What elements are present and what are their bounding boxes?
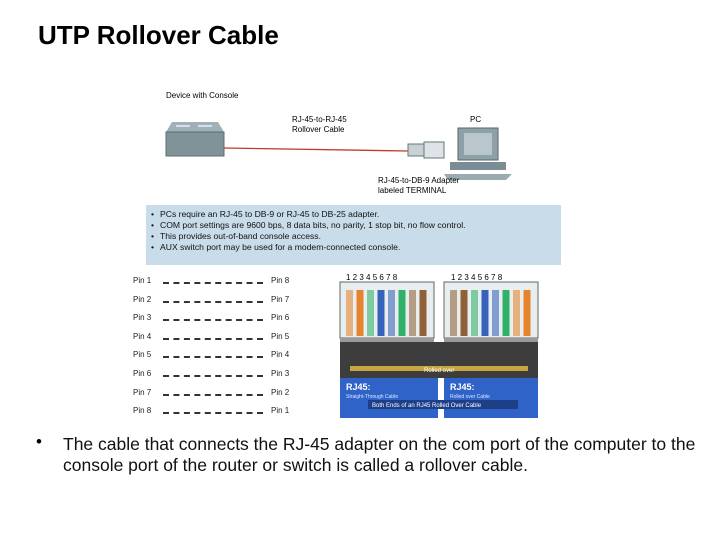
rollover-diagram: Device with Console RJ-45-to-RJ-45 Rollo… <box>165 91 539 418</box>
rj45-left-sub: Straight-Through Cable <box>346 394 398 400</box>
pc-label: PC <box>470 115 481 124</box>
wire-strand <box>523 290 531 336</box>
pin-right-label: Pin 6 <box>271 313 290 323</box>
note-item: This provides out-of-band console access… <box>151 231 561 242</box>
connector-numbers-left: 1 2 3 4 5 6 7 8 <box>346 273 398 282</box>
cable-label-1: RJ-45-to-RJ-45 <box>292 115 347 124</box>
adapter-label-1: RJ-45-to-DB-9 Adapter <box>378 176 460 185</box>
body-text: The cable that connects the RJ-45 adapte… <box>63 434 696 475</box>
pin-left-label: Pin 3 <box>133 313 152 323</box>
wire-strand <box>492 290 499 336</box>
pin-dash-line <box>163 374 263 377</box>
pin-left-label: Pin 7 <box>133 387 152 397</box>
pin-row: Pin 6 Pin 3 <box>133 369 313 388</box>
wire-strand <box>450 290 457 336</box>
wire-strand <box>388 290 395 336</box>
wire-strand <box>377 290 385 336</box>
console-notes-box: PCs require an RJ-45 to DB-9 or RJ-45 to… <box>146 205 561 265</box>
pin-row: Pin 3 Pin 6 <box>133 313 313 332</box>
pin-left-label: Pin 5 <box>133 350 152 360</box>
bullet-icon: • <box>36 432 42 451</box>
device-label: Device with Console <box>166 91 239 100</box>
pin-dash-line <box>163 319 263 322</box>
pin-left-label: Pin 6 <box>133 368 152 378</box>
pin-dash-line <box>163 282 263 284</box>
slide-title: UTP Rollover Cable <box>38 20 279 50</box>
wire-strand <box>513 290 520 336</box>
adapter-label-2: labeled TERMINAL <box>378 186 447 195</box>
pin-left-label: Pin 2 <box>133 294 152 304</box>
pin-row: Pin 8 Pin 1 <box>133 406 313 425</box>
pin-row: Pin 4 Pin 5 <box>133 332 313 351</box>
rj45-right-title: RJ45: <box>450 382 475 392</box>
rollover-cable-line <box>223 147 409 152</box>
pin-dash-line <box>163 412 263 415</box>
wire-strand <box>356 290 364 336</box>
wire-strand <box>481 290 489 336</box>
pin-right-label: Pin 4 <box>271 350 290 360</box>
wire-strand <box>460 290 468 336</box>
wire-strand <box>398 290 406 336</box>
pin-dash-line <box>163 393 263 396</box>
rolled-over-label: Rolled over <box>424 368 454 374</box>
pin-row: Pin 1 Pin 8 <box>133 276 313 295</box>
rj45-connector-right <box>443 281 539 350</box>
pin-left-label: Pin 4 <box>133 331 152 341</box>
pin-left-label: Pin 8 <box>133 406 152 416</box>
pin-right-label: Pin 3 <box>271 368 290 378</box>
pin-dash-line <box>163 300 263 303</box>
wire-strand <box>419 290 427 336</box>
connector-numbers-right: 1 2 3 4 5 6 7 8 <box>451 273 503 282</box>
pin-left-label: Pin 1 <box>133 276 152 285</box>
db9-adapter-icon <box>407 141 445 159</box>
wire-strand <box>367 290 374 336</box>
pin-right-label: Pin 1 <box>271 406 290 416</box>
note-item: COM port settings are 9600 bps, 8 data b… <box>151 220 561 231</box>
note-item: PCs require an RJ-45 to DB-9 or RJ-45 to… <box>151 209 561 220</box>
rj45-connector-left <box>339 281 435 350</box>
wire-strand <box>471 290 478 336</box>
pin-right-label: Pin 7 <box>271 294 290 304</box>
rj45-right-sub: Rolled over Cable <box>450 394 490 400</box>
pin-right-label: Pin 5 <box>271 331 290 341</box>
wire-strand <box>346 290 353 336</box>
wire-strand <box>409 290 416 336</box>
note-item: AUX switch port may be used for a modem-… <box>151 242 561 253</box>
pin-right-label: Pin 8 <box>271 276 290 285</box>
wire-strand <box>502 290 510 336</box>
rj45-caption: Both Ends of an RJ45 Rolled Over Cable <box>372 403 482 409</box>
pin-row: Pin 5 Pin 4 <box>133 350 313 369</box>
pin-row: Pin 2 Pin 7 <box>133 295 313 314</box>
rj45-left-title: RJ45: <box>346 382 371 392</box>
pc-icon <box>444 127 512 180</box>
pin-row: Pin 7 Pin 2 <box>133 388 313 407</box>
pin-right-label: Pin 2 <box>271 387 290 397</box>
pin-dash-line <box>163 356 263 359</box>
pin-dash-line <box>163 337 263 340</box>
switch-device-icon <box>165 122 225 157</box>
cable-label-2: Rollover Cable <box>292 125 345 134</box>
